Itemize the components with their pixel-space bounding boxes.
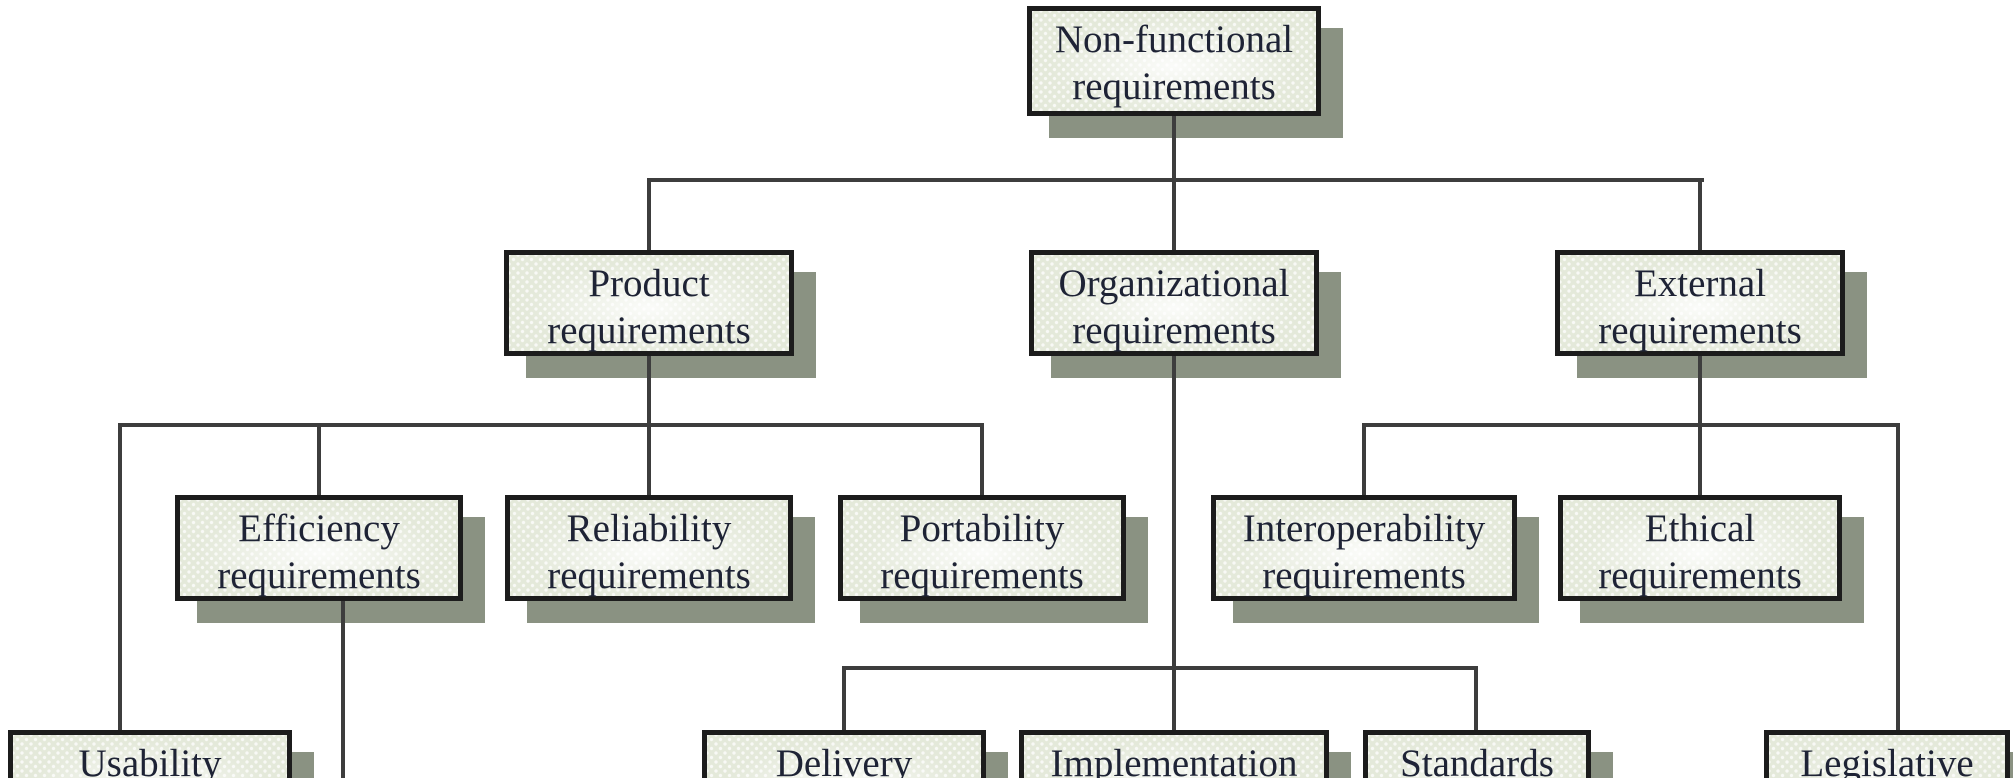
connector-efficiency-drop xyxy=(317,423,321,497)
node-product-requirements: Product requirements xyxy=(504,250,794,356)
node-organizational-requirements: Organizational requirements xyxy=(1029,250,1319,356)
node-label: Interoperability requirements xyxy=(1242,507,1486,597)
node-label: Reliability requirements xyxy=(547,507,751,597)
node-implementation-requirements: Implementation xyxy=(1019,730,1329,778)
node-label: Portability requirements xyxy=(880,507,1084,597)
node-delivery-requirements: Delivery xyxy=(702,730,986,778)
connector-delivery-drop xyxy=(842,666,846,732)
node-label: Legislative xyxy=(1800,742,1974,778)
node-label: Delivery xyxy=(775,742,913,778)
node-label: Usability xyxy=(78,742,222,778)
node-reliability-requirements: Reliability requirements xyxy=(505,495,793,601)
connector-standards-drop xyxy=(1474,666,1478,732)
node-ethical-requirements: Ethical requirements xyxy=(1558,495,1842,601)
node-label: Efficiency requirements xyxy=(217,507,421,597)
connector-organizational-children-horizontal xyxy=(842,666,1478,670)
connector-interoperability-drop xyxy=(1362,423,1366,497)
node-non-functional-requirements: Non-functional requirements xyxy=(1027,6,1321,116)
node-label: External requirements xyxy=(1598,262,1802,352)
node-label: Non-functional requirements xyxy=(1054,18,1294,108)
node-usability-requirements: Usability xyxy=(8,730,292,778)
node-legislative-requirements: Legislative xyxy=(1764,730,2010,778)
node-standards-requirements: Standards xyxy=(1363,730,1591,778)
connector-legislative-drop xyxy=(1896,423,1900,732)
node-label: Product requirements xyxy=(547,262,751,352)
connector-efficiency-children-cutoff xyxy=(341,601,345,778)
node-label: Standards xyxy=(1400,742,1554,778)
node-external-requirements: External requirements xyxy=(1555,250,1845,356)
node-label: Implementation xyxy=(1050,742,1298,778)
node-label: Ethical requirements xyxy=(1598,507,1802,597)
node-interoperability-requirements: Interoperability requirements xyxy=(1211,495,1517,601)
connector-usability-drop xyxy=(118,423,122,732)
node-efficiency-requirements: Efficiency requirements xyxy=(175,495,463,601)
connector-level1-horizontal xyxy=(647,178,1704,182)
node-portability-requirements: Portability requirements xyxy=(838,495,1126,601)
connector-external-children-horizontal xyxy=(1362,423,1900,427)
connector-product-children-horizontal xyxy=(118,423,984,427)
node-label: Organizational requirements xyxy=(1058,262,1290,352)
connector-portability-drop xyxy=(980,423,984,497)
connector-root-to-organizational xyxy=(1172,116,1176,730)
